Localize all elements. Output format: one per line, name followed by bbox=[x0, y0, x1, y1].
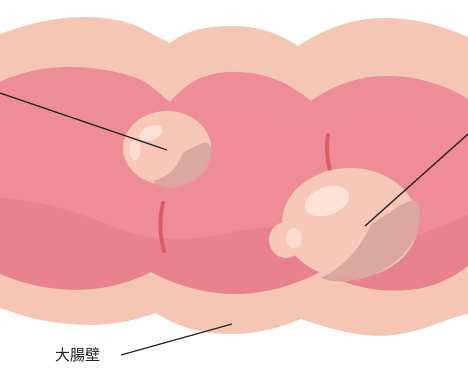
leader-line-wall bbox=[121, 324, 232, 355]
colon-body bbox=[0, 17, 468, 355]
colon-wall-label: 大腸壁 bbox=[55, 346, 100, 364]
